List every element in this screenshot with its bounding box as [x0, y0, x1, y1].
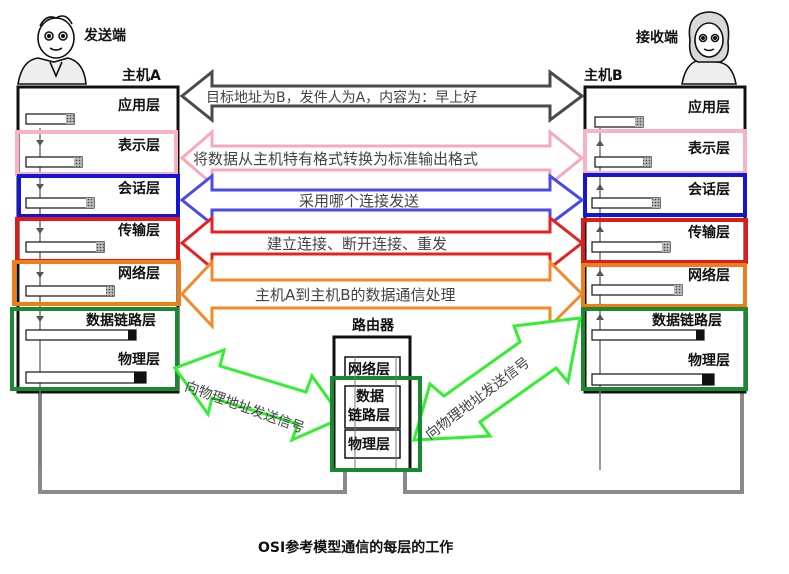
host-a-presentation-label: 表示层 — [117, 137, 160, 154]
labels: 发送端 接收端 主机A 主机B 应用层 表示层 会话层 传输层 网络层 数据链路… — [83, 27, 730, 453]
host-b-datalink-label: 数据链路层 — [652, 312, 722, 329]
message-presentation: 将数据从主机特有格式转换为标准输出格式 — [193, 150, 478, 168]
host-b-datalink-box — [581, 307, 748, 391]
figure-caption: OSI参考模型通信的每层的工作 — [258, 539, 453, 556]
host-a-datalink-label: 数据链路层 — [86, 312, 156, 329]
router-datalink-line1: 数据 — [356, 388, 384, 405]
host-a-network-box — [12, 260, 181, 306]
sender-role-label: 发送端 — [83, 27, 126, 44]
arrow-network — [179, 258, 585, 330]
host-b-transport-label: 传输层 — [687, 224, 730, 241]
host-b-stack-frame — [583, 85, 747, 394]
host-a-datalink-box — [10, 307, 179, 391]
sender-person-icon — [17, 15, 87, 85]
flow-arrow-heads — [36, 140, 604, 322]
router — [330, 335, 422, 472]
cable-right — [403, 392, 744, 494]
router-physical-box — [344, 429, 401, 459]
host-b-session-box — [583, 173, 747, 217]
router-physical-label: 物理层 — [348, 436, 390, 453]
host-b-network-box — [581, 263, 747, 308]
host-b-application-label: 应用层 — [688, 99, 730, 116]
host-a-application-label: 应用层 — [118, 97, 160, 114]
message-application: 目标地址为B，发件人为A，内容为：早上好 — [206, 89, 477, 106]
host-b-network-label: 网络层 — [688, 267, 730, 284]
host-a-session-label: 会话层 — [118, 180, 160, 197]
signal-arrow-right — [411, 316, 582, 442]
host-b-data-blocks — [591, 116, 715, 386]
host-a-physical-label: 物理层 — [118, 351, 160, 368]
host-b-transport-box — [581, 218, 748, 264]
arrow-session — [179, 172, 585, 228]
host-a-network-label: 网络层 — [118, 265, 160, 282]
router-network-label: 网络层 — [348, 361, 390, 378]
peer-arrows — [179, 68, 585, 330]
router-lower-green-box — [330, 376, 422, 472]
host-a-label: 主机A — [122, 67, 161, 84]
host-a-session-box — [17, 174, 180, 218]
message-session: 采用哪个连接发送 — [299, 192, 419, 210]
host-b-physical-label: 物理层 — [688, 352, 730, 369]
receiver-role-label: 接收端 — [636, 29, 678, 46]
arrow-transport — [179, 214, 585, 272]
message-network: 主机A到主机B的数据通信处理 — [255, 286, 456, 304]
receiver-person-icon — [681, 11, 737, 85]
host-a-layers — [10, 130, 181, 391]
host-a-transport-label: 传输层 — [117, 222, 160, 239]
host-b-presentation-label: 表示层 — [687, 140, 730, 157]
message-transport: 建立连接、断开连接、重发 — [267, 235, 447, 253]
router-title: 路由器 — [352, 317, 395, 334]
arrow-application — [179, 68, 585, 124]
host-a-data-blocks — [25, 113, 147, 384]
router-data-box — [344, 385, 401, 429]
host-b-layers — [581, 129, 748, 391]
router-datalink-line2: 链路层 — [348, 407, 390, 424]
host-b-session-label: 会话层 — [688, 181, 730, 198]
host-b-label: 主机B — [584, 67, 623, 84]
